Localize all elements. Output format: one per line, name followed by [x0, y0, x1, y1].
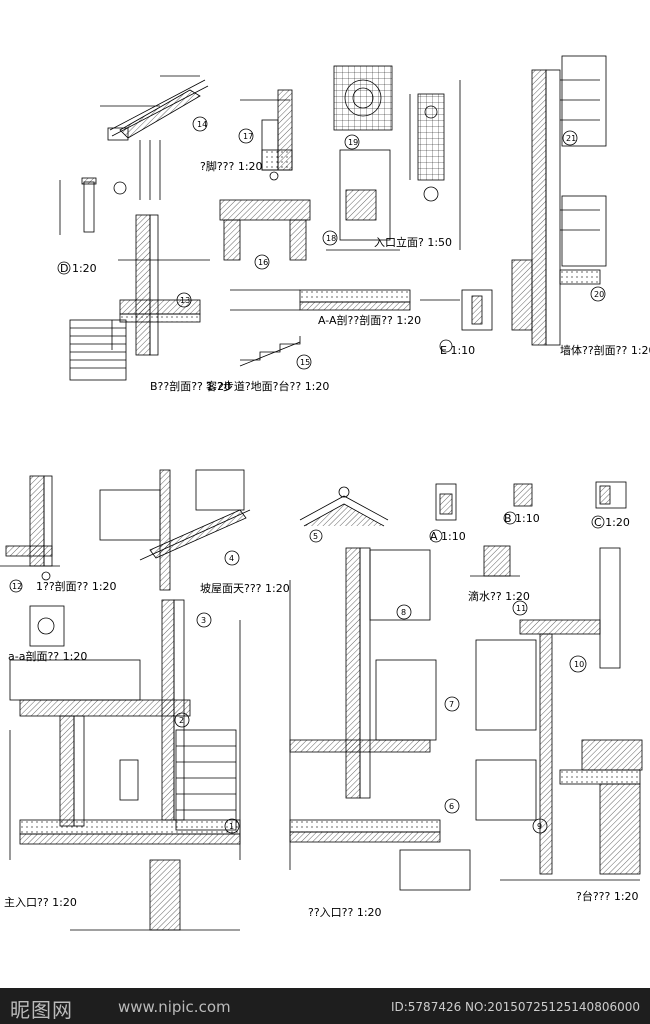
- label-main-entrance: 主入口?? 1:20: [4, 896, 77, 909]
- detail-abc: [429, 481, 627, 543]
- detail-5-ridge: [299, 486, 389, 543]
- marker-13: 13: [180, 296, 190, 305]
- label-d-scale: D 1:20: [60, 262, 97, 275]
- label-p12-section: 1??剖面?? 1:20: [36, 579, 117, 593]
- marker-3: 3: [201, 616, 206, 625]
- watermark-url: www.nipic.com: [118, 998, 231, 1016]
- detail-17-plinth: [238, 89, 293, 181]
- detail-14-roof-eave: [100, 75, 209, 200]
- marker-15: 15: [300, 358, 310, 367]
- detail-15-stair: [239, 336, 312, 370]
- marker-10: 10: [574, 660, 584, 669]
- marker-11: 11: [516, 604, 526, 613]
- marker-4: 4: [229, 554, 234, 563]
- detail-19-grid-panel: [333, 65, 393, 150]
- label-e-scale: E 1:10: [440, 344, 475, 357]
- label-roof-detail: 坡屋面天??? 1:20: [200, 582, 290, 595]
- label-balcony: ?台??? 1:20: [576, 889, 639, 903]
- label-wall-detail: 墙体??剖面?? 1:20: [560, 343, 650, 357]
- detail-16-step: [219, 199, 311, 311]
- label-b-section: B??剖面?? 1:20: [150, 379, 231, 393]
- marker-12: 12: [12, 582, 22, 591]
- detail-d-column: [57, 177, 97, 275]
- marker-7: 7: [449, 700, 454, 709]
- marker-1: 1: [229, 822, 234, 831]
- marker-2: 2: [179, 716, 184, 725]
- detail-18-aa-section: [299, 149, 411, 311]
- detail-drain: [470, 545, 520, 577]
- marker-19: 19: [348, 138, 358, 147]
- marker-17: 17: [243, 132, 253, 141]
- main-entrance-detail: [9, 659, 241, 931]
- label-aa-detail: a-a剖面?? 1:20: [8, 649, 87, 663]
- label-gate-section: 客?步道?地面?台?? 1:20: [206, 379, 329, 393]
- label-a-scale: A 1:10: [430, 530, 466, 543]
- marker-21: 21: [566, 134, 576, 143]
- detail-e: [420, 289, 493, 353]
- wall-detail-21-20: [459, 55, 607, 346]
- label-side-entrance: ??入口?? 1:20: [308, 906, 382, 919]
- label-c-scale: C 1:20: [594, 516, 630, 529]
- detail-12-eave: [0, 475, 60, 593]
- balcony-detail: [475, 547, 643, 881]
- label-entrance-elev: 入口立面? 1:50: [374, 235, 452, 249]
- detail-markers: 14 17 19 21 16 18 13 20 15 12 4 3 5 8 7 …: [12, 120, 604, 831]
- detail-4-roof: [99, 469, 251, 591]
- side-entrance-detail: [289, 547, 471, 891]
- section-b-column: [69, 214, 210, 381]
- label-b-scale: B 1:10: [504, 512, 540, 525]
- marker-5: 5: [313, 532, 318, 541]
- marker-18: 18: [326, 234, 336, 243]
- label-p17: ?脚??? 1:20: [200, 159, 263, 173]
- marker-20: 20: [594, 290, 604, 299]
- label-drain: 滴水?? 1:20: [468, 589, 530, 603]
- label-aa-section: A-A剖??剖面?? 1:20: [318, 313, 421, 327]
- watermark-id: ID:5787426 NO:20150725125140806000: [390, 1000, 640, 1014]
- marker-14: 14: [197, 120, 207, 129]
- marker-9: 9: [537, 822, 542, 831]
- marker-8: 8: [401, 608, 406, 617]
- watermark-bar: 昵图网 www.nipic.com ID:5787426 NO:20150725…: [0, 988, 650, 1024]
- entrance-elevation: [409, 93, 445, 202]
- watermark-logo: 昵图网: [10, 998, 73, 1022]
- marker-6: 6: [449, 802, 454, 811]
- marker-16: 16: [258, 258, 268, 267]
